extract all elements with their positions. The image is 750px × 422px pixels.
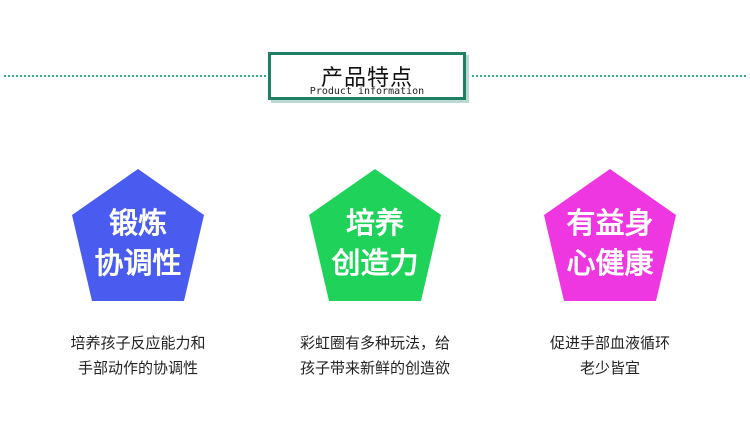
feature-badge-text: 有益身 心健康 [538,203,682,283]
badge-line: 协调性 [94,246,182,280]
pentagon-badge-pink [544,169,676,301]
badge-line: 培养 [345,206,404,240]
pentagon-badge-blue [72,169,204,301]
section-title-box: 产品特点 Product information [268,52,466,100]
divider-right [472,75,746,77]
badge-line: 创造力 [331,246,419,280]
desc-line: 手部动作的协调性 [77,359,198,377]
feature-description: 彩虹圈有多种玩法，给 孩子带来新鲜的创造欲 [265,331,485,381]
pentagon-shape [72,169,204,301]
pentagon-shape [544,169,676,301]
desc-line: 培养孩子反应能力和 [70,334,206,352]
feature-description: 培养孩子反应能力和 手部动作的协调性 [28,331,248,381]
desc-line: 老少皆宜 [579,359,640,377]
feature-description: 促进手部血液循环 老少皆宜 [500,331,720,381]
pentagon-shape [309,169,441,301]
section-subtitle: Product information [309,86,425,97]
badge-line: 锻炼 [108,206,167,240]
feature-badge-text: 锻炼 协调性 [66,203,210,283]
desc-line: 彩虹圈有多种玩法，给 [299,334,450,352]
pentagon-badge-green [309,169,441,301]
feature-badge-text: 培养 创造力 [303,203,447,283]
badge-line: 心健康 [566,246,654,280]
desc-line: 促进手部血液循环 [549,334,670,352]
desc-line: 孩子带来新鲜的创造欲 [299,359,450,377]
divider-left [4,75,266,77]
section-title: 产品特点 [320,66,413,91]
badge-line: 有益身 [566,206,654,240]
